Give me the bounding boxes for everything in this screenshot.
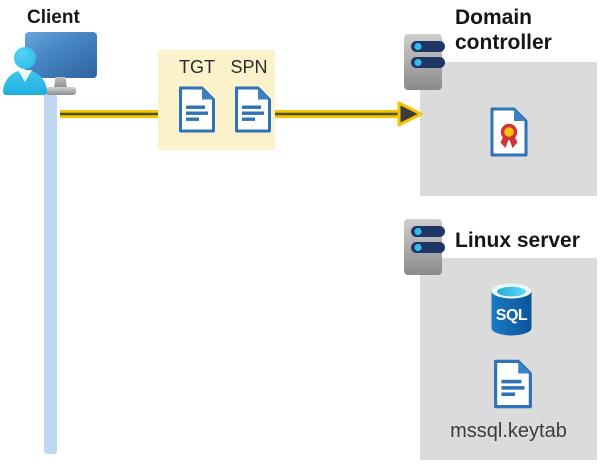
linux-server-label: Linux server: [455, 229, 580, 252]
monitor-stand: [54, 77, 67, 88]
sql-database-icon: SQL: [491, 283, 532, 336]
sql-icon-label: SQL: [496, 307, 528, 324]
tgt-document-icon: [179, 86, 215, 133]
keytab-filename-label: mssql.keytab: [450, 420, 567, 442]
client-label: Client: [27, 7, 80, 28]
tgt-label: TGT: [179, 57, 215, 77]
domain-controller-label: Domain controller: [455, 6, 552, 54]
monitor-stand-base: [46, 87, 76, 95]
spn-label: SPN: [230, 57, 268, 77]
spn-document-icon: [235, 86, 271, 133]
keytab-document-icon: [494, 359, 532, 409]
certificate-icon: [490, 107, 528, 157]
client-timeline-line: [44, 92, 57, 454]
person-icon: [14, 47, 36, 69]
person-collar: [18, 70, 32, 82]
linux-server-icon: [404, 219, 445, 275]
monitor-icon: [25, 32, 97, 78]
domain-controller-server-icon: [404, 34, 445, 90]
